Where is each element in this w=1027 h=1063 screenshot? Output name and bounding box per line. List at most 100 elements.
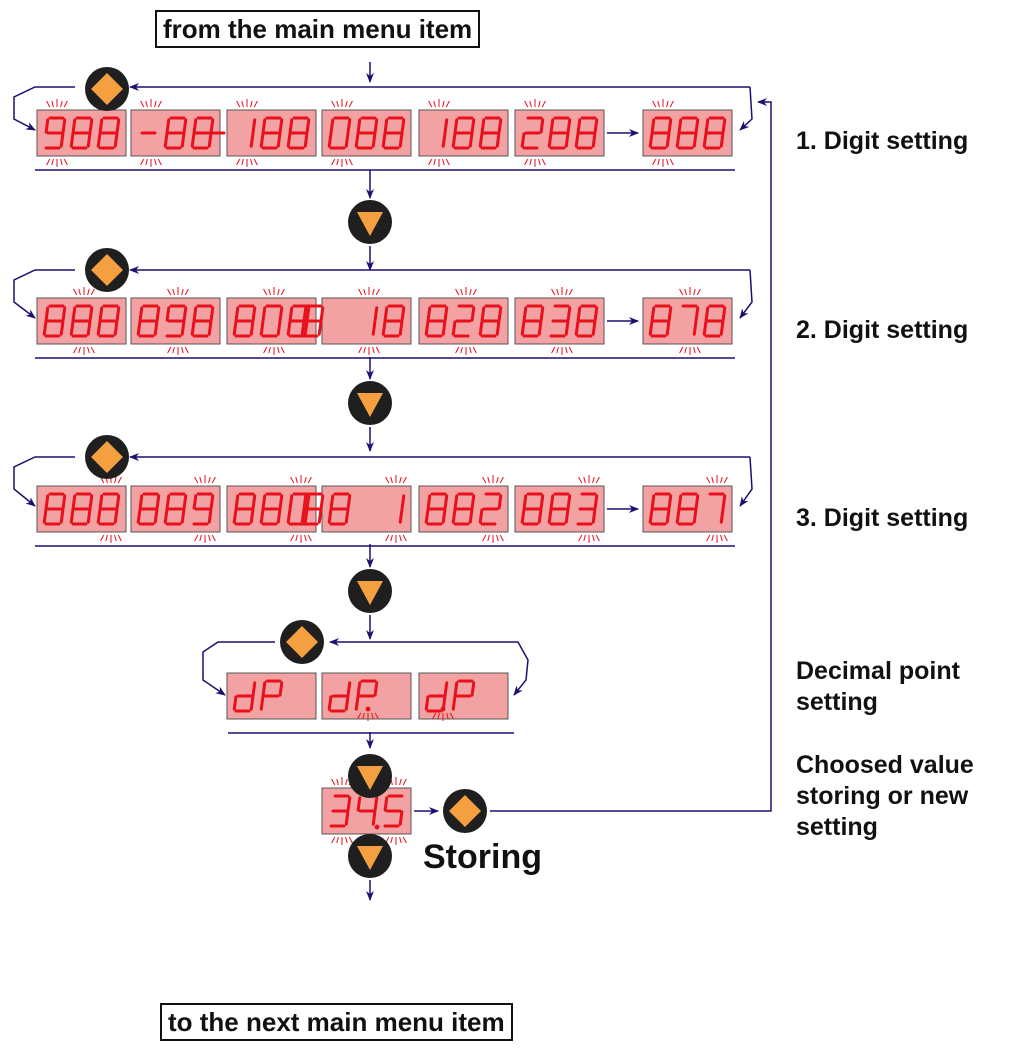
blink-ray xyxy=(433,158,436,166)
segment-e xyxy=(136,508,142,524)
blink-ray xyxy=(390,534,393,542)
segment-c xyxy=(591,320,597,336)
blink-ray xyxy=(669,100,674,108)
enter-button-icon xyxy=(443,789,487,833)
blink-ray xyxy=(496,534,499,542)
blink-ray xyxy=(469,346,472,354)
display-2-6 xyxy=(514,297,605,345)
display-4-2 xyxy=(321,672,412,720)
blink-rays xyxy=(331,99,353,108)
blink-ray xyxy=(723,476,728,484)
blink-rays xyxy=(482,534,504,543)
blink-ray xyxy=(693,288,696,296)
segment-c xyxy=(441,508,447,524)
diamond-shape xyxy=(286,626,318,658)
segment-b xyxy=(155,494,161,510)
return-line xyxy=(490,98,772,812)
blink-ray xyxy=(277,288,280,296)
step-4-label: Decimal point setting xyxy=(796,657,960,716)
down-button-icon xyxy=(348,754,392,798)
segment-f xyxy=(234,306,240,322)
display-3-3 xyxy=(226,485,317,533)
blink-rays xyxy=(455,287,477,296)
blink-ray xyxy=(348,158,353,166)
blink-rays xyxy=(100,534,122,543)
segment-c xyxy=(276,132,282,148)
blink-ray xyxy=(181,346,184,354)
segment-f xyxy=(704,118,710,134)
segment-e xyxy=(451,320,457,336)
blink-rays xyxy=(679,346,701,355)
segment-b xyxy=(497,306,503,322)
blink-ray xyxy=(181,288,184,296)
blink-rays xyxy=(428,99,450,108)
segment-b xyxy=(209,494,215,510)
blink-ray xyxy=(331,158,336,166)
segment-e xyxy=(478,320,484,336)
display-1-5 xyxy=(418,109,509,157)
segment-f xyxy=(453,681,459,697)
blink-ray xyxy=(194,476,199,484)
blink-ray xyxy=(90,346,95,354)
segment-b xyxy=(694,118,700,134)
segment-b xyxy=(209,118,215,134)
blink-ray xyxy=(241,158,244,166)
segment-c xyxy=(719,320,725,336)
segment-e xyxy=(424,508,430,524)
segment-c xyxy=(344,810,350,826)
segment-b xyxy=(539,494,545,510)
blink-ray xyxy=(78,346,81,354)
blink-rays xyxy=(385,534,407,543)
blink-ray xyxy=(263,346,268,354)
blink-ray xyxy=(487,534,490,542)
blink-ray xyxy=(568,346,573,354)
triangle-shape xyxy=(357,212,383,236)
blink-ray xyxy=(348,100,353,108)
blink-rays xyxy=(73,287,95,296)
blink-ray xyxy=(253,158,258,166)
segment-c xyxy=(276,320,282,336)
segment-c xyxy=(180,132,186,148)
segment-f xyxy=(98,306,104,322)
segment-b xyxy=(278,118,284,134)
segment-f xyxy=(288,306,294,322)
segment-f xyxy=(650,118,656,134)
down-button-icon xyxy=(348,569,392,613)
button-icons xyxy=(85,67,487,878)
blink-ray xyxy=(399,836,402,844)
display-2-2 xyxy=(130,297,221,345)
blink-ray xyxy=(263,288,268,296)
segment-b xyxy=(373,796,379,812)
blink-ray xyxy=(460,346,463,354)
segment-f xyxy=(426,306,432,322)
segment-c xyxy=(537,320,543,336)
segment-f xyxy=(261,306,267,322)
segment-f xyxy=(480,306,486,322)
blink-ray xyxy=(336,158,339,166)
segment-c xyxy=(180,320,186,336)
segment-e xyxy=(648,132,654,148)
blink-rays xyxy=(551,287,573,296)
blink-ray xyxy=(277,346,280,354)
blink-ray xyxy=(399,534,402,542)
loop-right-line xyxy=(739,456,753,507)
blink-ray xyxy=(595,476,600,484)
enter-button-icon xyxy=(85,248,129,292)
blink-rays xyxy=(194,475,216,484)
display-2-5 xyxy=(418,297,509,345)
segment-c xyxy=(692,320,698,336)
segment-c xyxy=(495,132,501,148)
blink-rays xyxy=(432,712,454,721)
segment-c xyxy=(371,132,377,148)
blink-ray xyxy=(679,288,684,296)
blink-ray xyxy=(51,158,54,166)
segment-b xyxy=(319,306,325,322)
blink-ray xyxy=(583,476,586,484)
segment-c xyxy=(344,508,350,524)
blink-ray xyxy=(345,158,348,166)
segment-e xyxy=(451,132,457,148)
segment-e xyxy=(69,132,75,148)
segment-f xyxy=(98,494,104,510)
segment-e xyxy=(648,508,654,524)
